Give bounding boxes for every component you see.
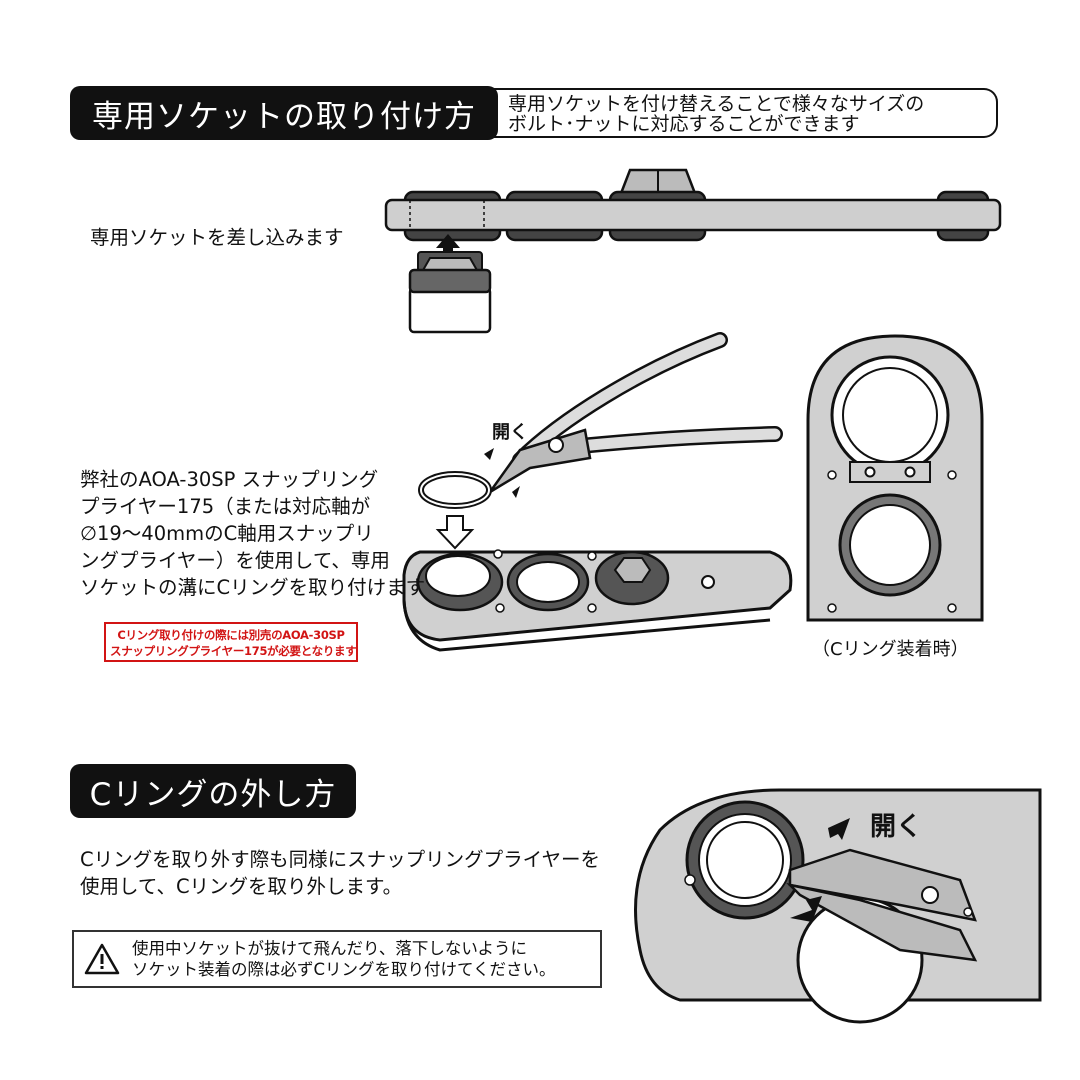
step2-line5: ソケットの溝にCリングを取り付けます [80,576,426,599]
caution-line1: 使用中ソケットが抜けて飛んだり、落下しないように [132,939,528,958]
arrow-up-right-icon [828,818,850,840]
c-ring-install-illustration [402,332,793,652]
section1-note-line2: ボルト･ナットに対応することができます [508,113,860,135]
step2-line2: プライヤー175（または対応軸が [80,495,371,518]
section2-line2: 使用して、Cリングを取り外します。 [80,875,403,898]
step2-line3: ∅19〜40mmのC軸用スナップリ [80,522,374,545]
step1-caption: 専用ソケットを差し込みます [90,226,344,249]
section2-text: Cリングを取り外す際も同様にスナップリングプライヤーを 使用して、Cリングを取り… [80,846,600,900]
caution-line2: ソケット装着の際は必ずCリングを取り付けてください。 [132,960,556,979]
arrow-down-left-icon [790,896,822,922]
step2-line4: ングプライヤー）を使用して、専用 [80,549,390,572]
section2-line1: Cリングを取り外す際も同様にスナップリングプライヤーを [80,848,601,871]
detail-caption: （Cリング装着時） [812,639,969,660]
section1-note-line1: 専用ソケットを付け替えることで様々なサイズの [508,93,925,115]
step2-open-label: 開く [492,422,528,443]
section1-title: 専用ソケットの取り付け方 [70,86,498,140]
c-ring-detail-illustration [806,334,984,622]
caution-text: 使用中ソケットが抜けて飛んだり、落下しないように ソケット装着の際は必ずCリング… [132,938,556,980]
section2-title: Cリングの外し方 [70,764,356,818]
step2-line1: 弊社のAOA-30SP スナップリング [80,468,379,491]
warning-triangle-icon [84,943,120,975]
step2-warning-line1: Cリング取り付けの際には別売のAOA-30SP [117,628,345,642]
arrow-up-icon [436,234,460,262]
section1-note: 専用ソケットを付け替えることで様々なサイズの ボルト･ナットに対応することができ… [488,88,998,138]
step2-warning-box: Cリング取り付けの際には別売のAOA-30SP スナップリングプライヤー175が… [104,622,358,662]
caution-box: 使用中ソケットが抜けて飛んだり、落下しないように ソケット装着の際は必ずCリング… [72,930,602,988]
wrench-side-view-illustration [384,168,1002,334]
step2-text: 弊社のAOA-30SP スナップリング プライヤー175（または対応軸が ∅19… [80,466,425,601]
section2-open-label: 開く [870,812,923,842]
step2-warning-line2: スナップリングプライヤー175が必要となります [110,644,357,658]
